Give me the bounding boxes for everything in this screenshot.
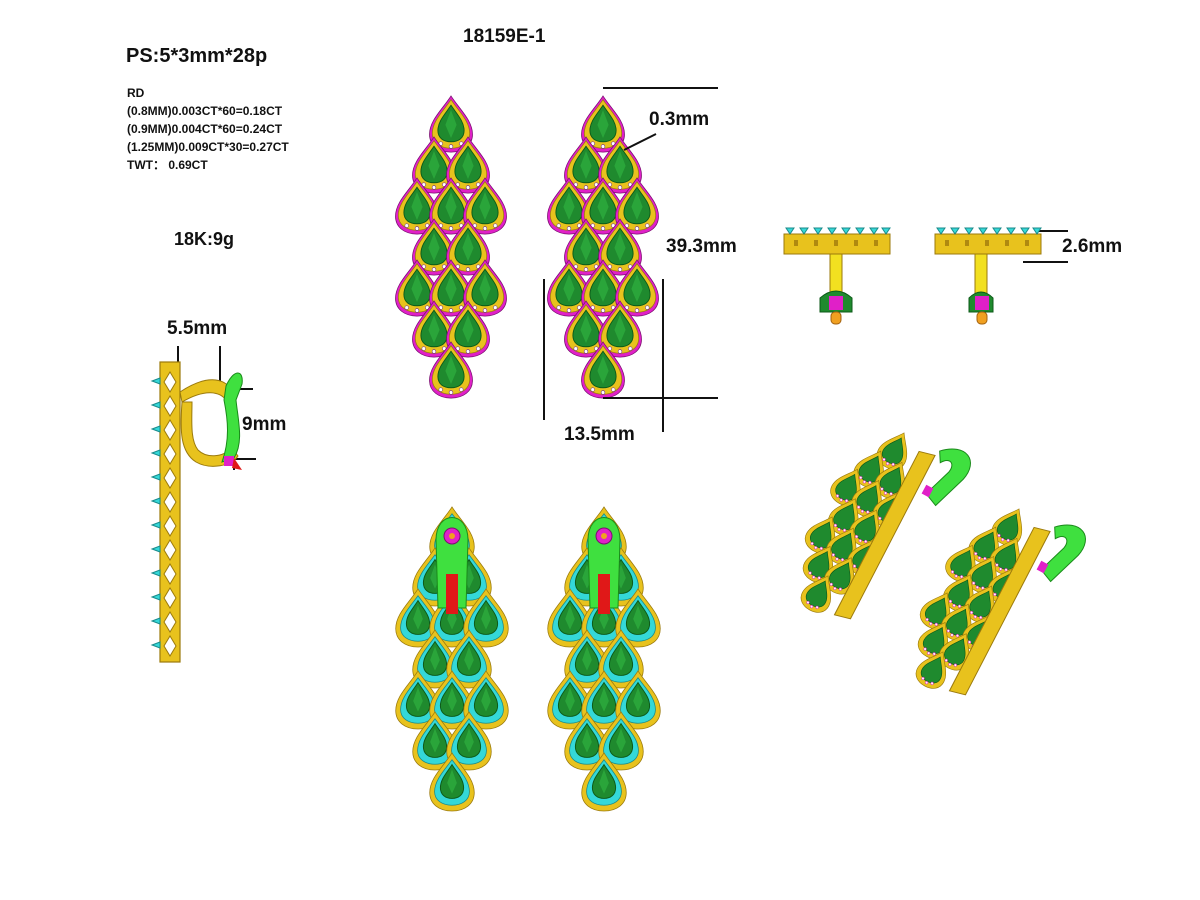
side-prong [150,473,161,481]
side-stone-seat [163,419,177,441]
side-prong [150,545,161,553]
side-prong [150,641,161,649]
metal-weight-label: 18K:9g [174,229,235,249]
back-view-right-earring [547,506,661,812]
width-dimension: 13.5mm [564,424,635,445]
back-view-left-earring [395,506,509,812]
side-prong [150,569,161,577]
height-dimension: 2.6mm [1062,236,1123,257]
side-prong [150,593,161,601]
diamond-spec-block: RD (0.8MM)0.003CT*60=0.18CT (0.9MM)0.004… [127,84,289,174]
diamond-line: (1.25MM)0.009CT*30=0.27CT [127,140,289,154]
side-stone-seat [163,467,177,489]
side-stone-seat [163,491,177,513]
side-prong [150,425,161,433]
post-bar [446,574,458,614]
side-stone-seat [163,539,177,561]
hinge-clip [587,517,621,609]
side-prong [150,401,161,409]
hinge-pin-center [449,533,455,539]
front-view-left-earring [395,95,507,399]
side-stone-seat [163,563,177,585]
side-stone-seat [163,611,177,633]
hinge-clip [435,517,469,609]
side-prong [150,449,161,457]
diamond-line: (0.9MM)0.004CT*60=0.24CT [127,122,283,136]
side-prong [150,617,161,625]
perspective-view-front [796,425,971,620]
hinge-height-dimension: 9mm [242,414,287,435]
side-stone-seat [163,395,177,417]
post-bar [598,574,610,614]
top-view-left [783,227,891,325]
side-prong [150,521,161,529]
side-stone-seat [163,635,177,657]
hinge-pin-center [601,533,607,539]
side-view-earring [150,361,243,663]
side-stone-seat [163,443,177,465]
length-dimension: 39.3mm [666,236,737,257]
diamond-line: (0.8MM)0.003CT*60=0.18CT [127,104,283,118]
top-view-right [934,227,1042,325]
side-prong [150,377,161,385]
diamond-heading: RD [127,86,145,100]
hinge-width-dimension: 5.5mm [167,318,228,339]
perspective-view-back [911,501,1086,696]
total-weight-line: TWT： 0.69CT [127,158,208,172]
side-prong [150,497,161,505]
side-stone-seat [163,515,177,537]
model-code-title: 18159E-1 [463,26,546,47]
gap-dimension: 0.3mm [649,109,710,130]
stone-spec-label: PS:5*3mm*28p [126,45,268,67]
side-stone-seat [163,587,177,609]
side-stone-seat [163,371,177,393]
